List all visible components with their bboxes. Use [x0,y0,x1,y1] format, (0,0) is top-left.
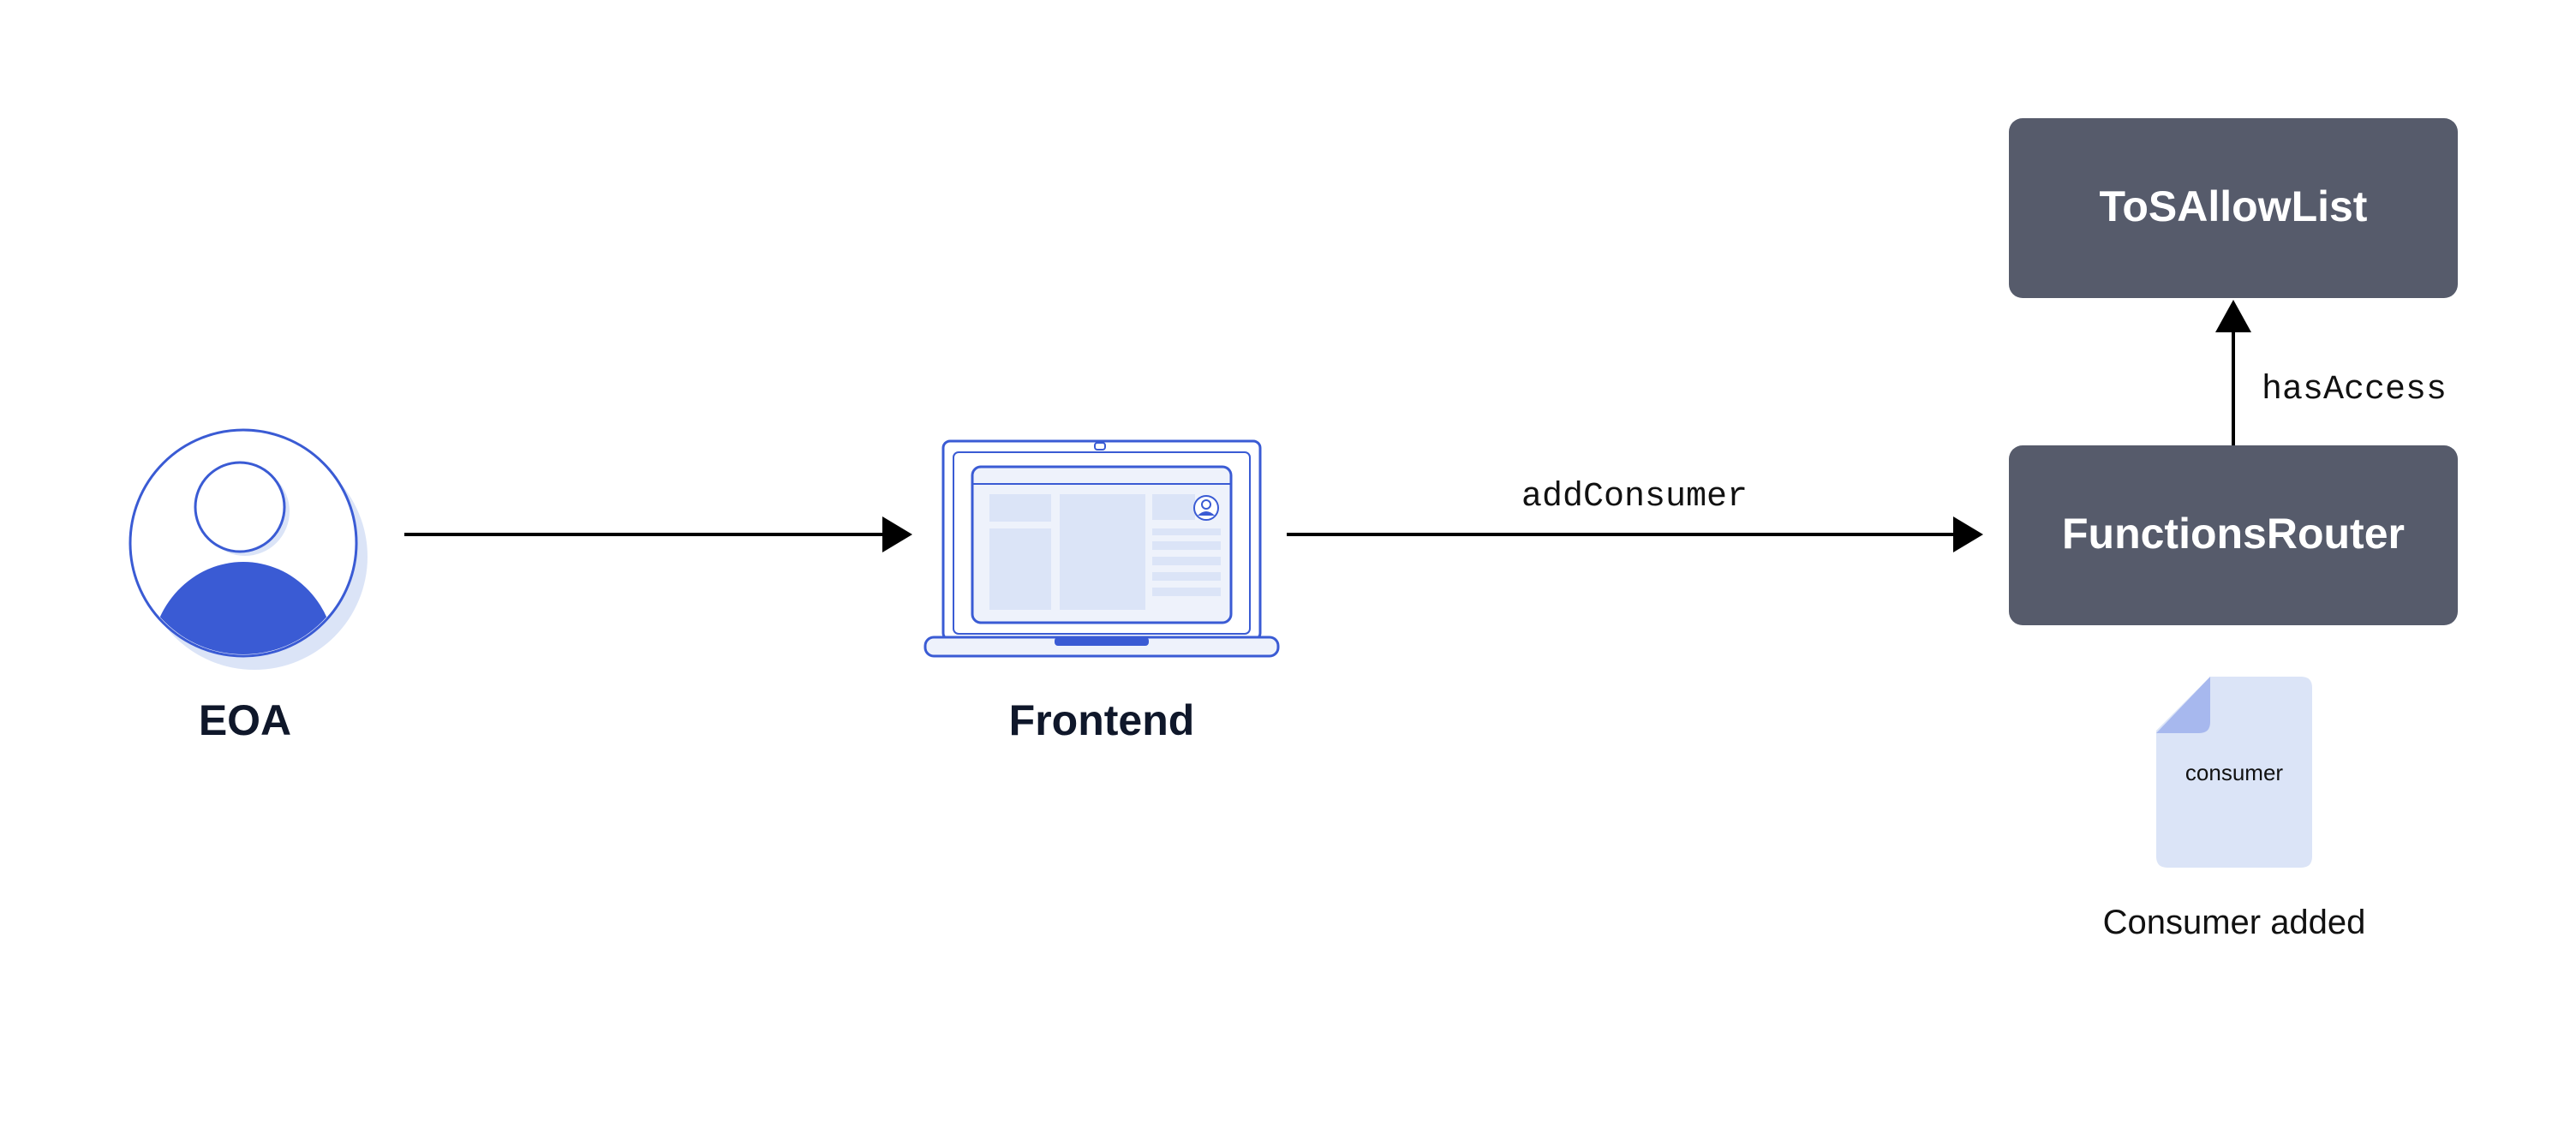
frontend-to-router-arrow: addConsumer [1287,478,1983,552]
functions-router-label: FunctionsRouter [2062,510,2405,558]
tos-allow-list-node: ToSAllowList [2009,118,2458,298]
consumer-document: consumer Consumer added [2103,677,2366,941]
eoa-label: EOA [199,696,291,744]
frontend-node: Frontend [923,439,1280,744]
tos-allow-list-label: ToSAllowList [2100,182,2368,230]
functions-router-node: FunctionsRouter [2009,445,2458,625]
eoa-node: EOA [129,428,368,744]
user-avatar-icon [129,428,368,670]
frontend-label: Frontend [1009,696,1195,744]
eoa-to-frontend-arrow [404,516,912,552]
consumer-added-caption: Consumer added [2103,904,2366,941]
document-icon [2156,677,2312,868]
add-consumer-label: addConsumer [1521,478,1748,516]
has-access-label: hasAccess [2262,371,2447,409]
consumer-doc-label: consumer [2185,760,2283,785]
router-to-allowlist-arrow: hasAccess [2215,300,2447,445]
laptop-icon [923,439,1280,658]
